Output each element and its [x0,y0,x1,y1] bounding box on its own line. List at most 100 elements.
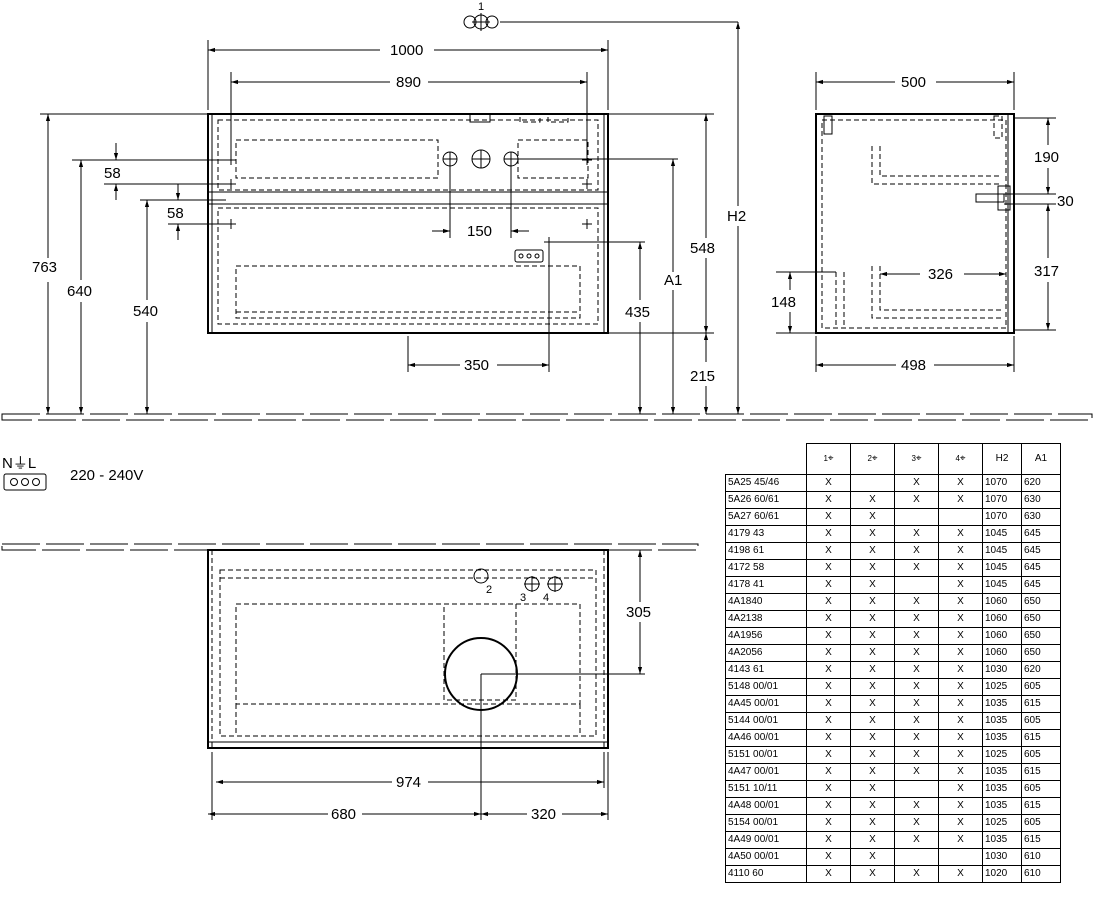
model-code-cell: 5148 00/01 [725,678,807,696]
hole-2-cell: X [850,695,895,713]
hole-4-cell: X [938,542,983,560]
dim-435: 435 [625,304,650,321]
hole-1-cell: X [806,627,851,645]
hole-2-cell: X [850,525,895,543]
model-code-cell: 4A46 00/01 [725,729,807,747]
model-code-cell: 4143 61 [725,661,807,679]
a1-cell: 645 [1021,525,1061,543]
hole-4-label: 4 [543,592,549,604]
a1-cell: 630 [1021,508,1061,526]
a1-cell: 620 [1021,474,1061,492]
hole-2-cell: X [850,831,895,849]
callout-1-icon: 1 [463,1,499,31]
hole-1-cell: X [806,661,851,679]
dim-680: 680 [331,806,356,823]
a1-cell: 605 [1021,780,1061,798]
dim-58-top: 58 [104,165,121,182]
hole-2-cell: X [850,712,895,730]
hole-1-cell: X [806,712,851,730]
hole-1-cell: X [806,610,851,628]
hole-4-cell: X [938,780,983,798]
hole-2-label: 2 [486,584,492,596]
dim-540: 540 [133,303,158,320]
hole-4-cell: X [938,525,983,543]
hole-1-cell: X [806,746,851,764]
dim-317: 317 [1034,263,1059,280]
hole-4-cell: X [938,865,983,883]
model-code-cell: 4110 60 [725,865,807,883]
hole-4-cell: X [938,831,983,849]
h2-cell: 1060 [982,627,1022,645]
dim-A1: A1 [664,272,682,289]
h2-cell: 1035 [982,831,1022,849]
a1-cell: 615 [1021,695,1061,713]
model-code-cell: 4A1840 [725,593,807,611]
model-code-cell: 5144 00/01 [725,712,807,730]
hole-4-cell: X [938,814,983,832]
h2-cell: 1045 [982,559,1022,577]
hole-3-cell: X [894,474,939,492]
hole-2-cell: X [850,627,895,645]
hole-4-cell: X [938,610,983,628]
h2-cell: 1060 [982,610,1022,628]
hole-2-cell: X [850,763,895,781]
h2-cell: 1025 [982,678,1022,696]
dim-148: 148 [771,294,796,311]
h2-cell: 1025 [982,814,1022,832]
hole-3-cell: X [894,525,939,543]
hole-2-cell: X [850,576,895,594]
h2-cell: 1035 [982,797,1022,815]
hole-3-cell [894,780,939,798]
hole-1-cell: X [806,542,851,560]
hole-4-cell: X [938,559,983,577]
a1-cell: 615 [1021,797,1061,815]
hole-2-cell: X [850,746,895,764]
header-h2: H2 [982,443,1022,475]
hole-4-cell: X [938,712,983,730]
h2-cell: 1035 [982,695,1022,713]
model-code-cell: 4172 58 [725,559,807,577]
dim-548: 548 [690,240,715,257]
hole-4-cell: X [938,746,983,764]
hole-4-cell: X [938,797,983,815]
hole-3-cell: X [894,763,939,781]
hole-3-cell: X [894,542,939,560]
h2-cell: 1045 [982,576,1022,594]
hole-3-cell: X [894,695,939,713]
cabinet-side-outline [815,113,1015,334]
model-code-cell: 5A26 60/61 [725,491,807,509]
table-header-row: 1⌖ 2⌖ 3⌖ 4⌖ H2 A1 [726,443,1061,475]
h2-cell: 1035 [982,763,1022,781]
hole-4-cell: X [938,763,983,781]
model-code-cell: 4A1956 [725,627,807,645]
hole-3-cell: X [894,678,939,696]
hole-2-cell: X [850,729,895,747]
hole-1-cell: X [806,865,851,883]
model-code-cell: 5A27 60/61 [725,508,807,526]
hole-4-cell: X [938,695,983,713]
h2-cell: 1030 [982,661,1022,679]
dim-500: 500 [901,74,926,91]
dim-H2: H2 [727,208,746,225]
hole-3-cell: X [894,559,939,577]
hole-1-cell: X [806,831,851,849]
electrical-terminal-label: N⏚L [2,455,36,472]
model-code-cell: 5151 00/01 [725,746,807,764]
dim-640: 640 [67,283,92,300]
hole-1-cell: X [806,576,851,594]
hole-4-cell: X [938,729,983,747]
a1-cell: 615 [1021,831,1061,849]
hole-3-cell: X [894,814,939,832]
header-hole-3: 3⌖ [894,443,939,475]
